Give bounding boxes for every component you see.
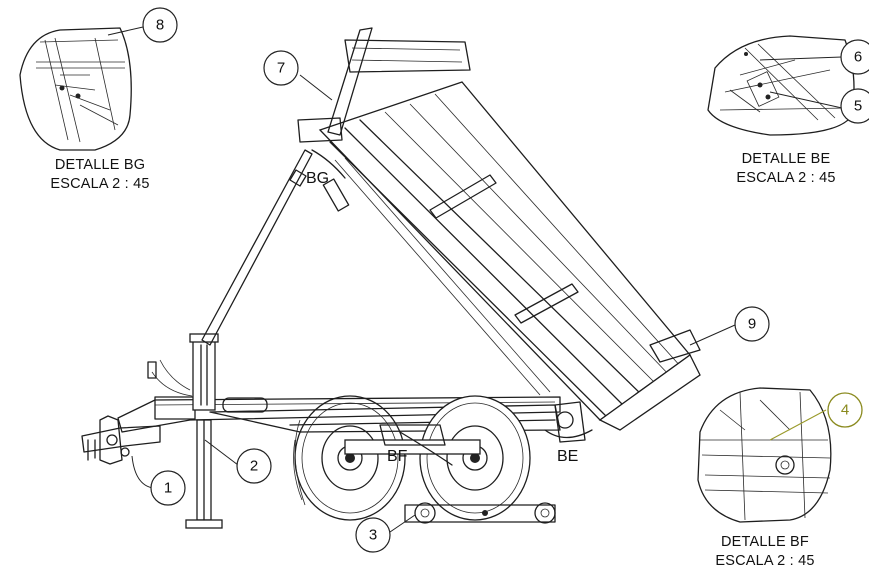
- wheel-front: [293, 395, 406, 521]
- section-marker-be: BE: [544, 429, 593, 465]
- detail-bf-caption: DETALLE BF ESCALA 2 : 45: [685, 533, 845, 571]
- svg-text:BG: BG: [306, 170, 329, 187]
- svg-text:1: 1: [164, 480, 172, 497]
- svg-text:BF: BF: [387, 448, 408, 465]
- svg-text:4: 4: [841, 402, 849, 419]
- detail-bg-scale: ESCALA 2 : 45: [50, 176, 150, 192]
- svg-text:9: 9: [748, 316, 756, 333]
- detail-bf-title: DETALLE BF: [721, 534, 809, 550]
- detail-be-title: DETALLE BE: [741, 151, 831, 167]
- dump-box: [297, 27, 701, 431]
- svg-text:6: 6: [854, 49, 862, 66]
- section-marker-bf: BF: [387, 431, 453, 466]
- svg-text:5: 5: [854, 98, 862, 115]
- balloon-2: 2: [236, 448, 272, 484]
- detail-bg-caption: DETALLE BG ESCALA 2 : 45: [20, 156, 180, 194]
- svg-text:7: 7: [277, 60, 285, 77]
- detail-be-caption: DETALLE BE ESCALA 2 : 45: [706, 150, 866, 188]
- balloon-8: 8: [142, 7, 178, 43]
- balloon-1: 1: [150, 470, 186, 506]
- detail-be-view: [707, 35, 855, 136]
- balloon-7: 7: [263, 50, 299, 86]
- detail-bf-scale: ESCALA 2 : 45: [715, 553, 815, 569]
- balloon-6: 6: [840, 39, 869, 75]
- balloon-9: 9: [734, 306, 770, 342]
- balloon-5: 5: [840, 88, 869, 124]
- spare-axle: [404, 502, 556, 524]
- svg-text:3: 3: [369, 527, 377, 544]
- svg-text:BE: BE: [557, 448, 578, 465]
- leader-lines: [107, 26, 843, 533]
- detail-bf-view: [697, 387, 832, 523]
- detail-bg-view: [19, 27, 132, 151]
- section-marker-bg: BG: [306, 149, 346, 187]
- wheel-rear: [419, 395, 531, 521]
- balloon-3: 3: [355, 517, 391, 553]
- balloon-4: 4: [827, 392, 863, 428]
- detail-bg-title: DETALLE BG: [54, 157, 146, 173]
- detail-be-scale: ESCALA 2 : 45: [736, 170, 836, 186]
- svg-text:8: 8: [156, 17, 164, 34]
- svg-text:2: 2: [250, 458, 258, 475]
- trailer-main-view: [81, 27, 701, 529]
